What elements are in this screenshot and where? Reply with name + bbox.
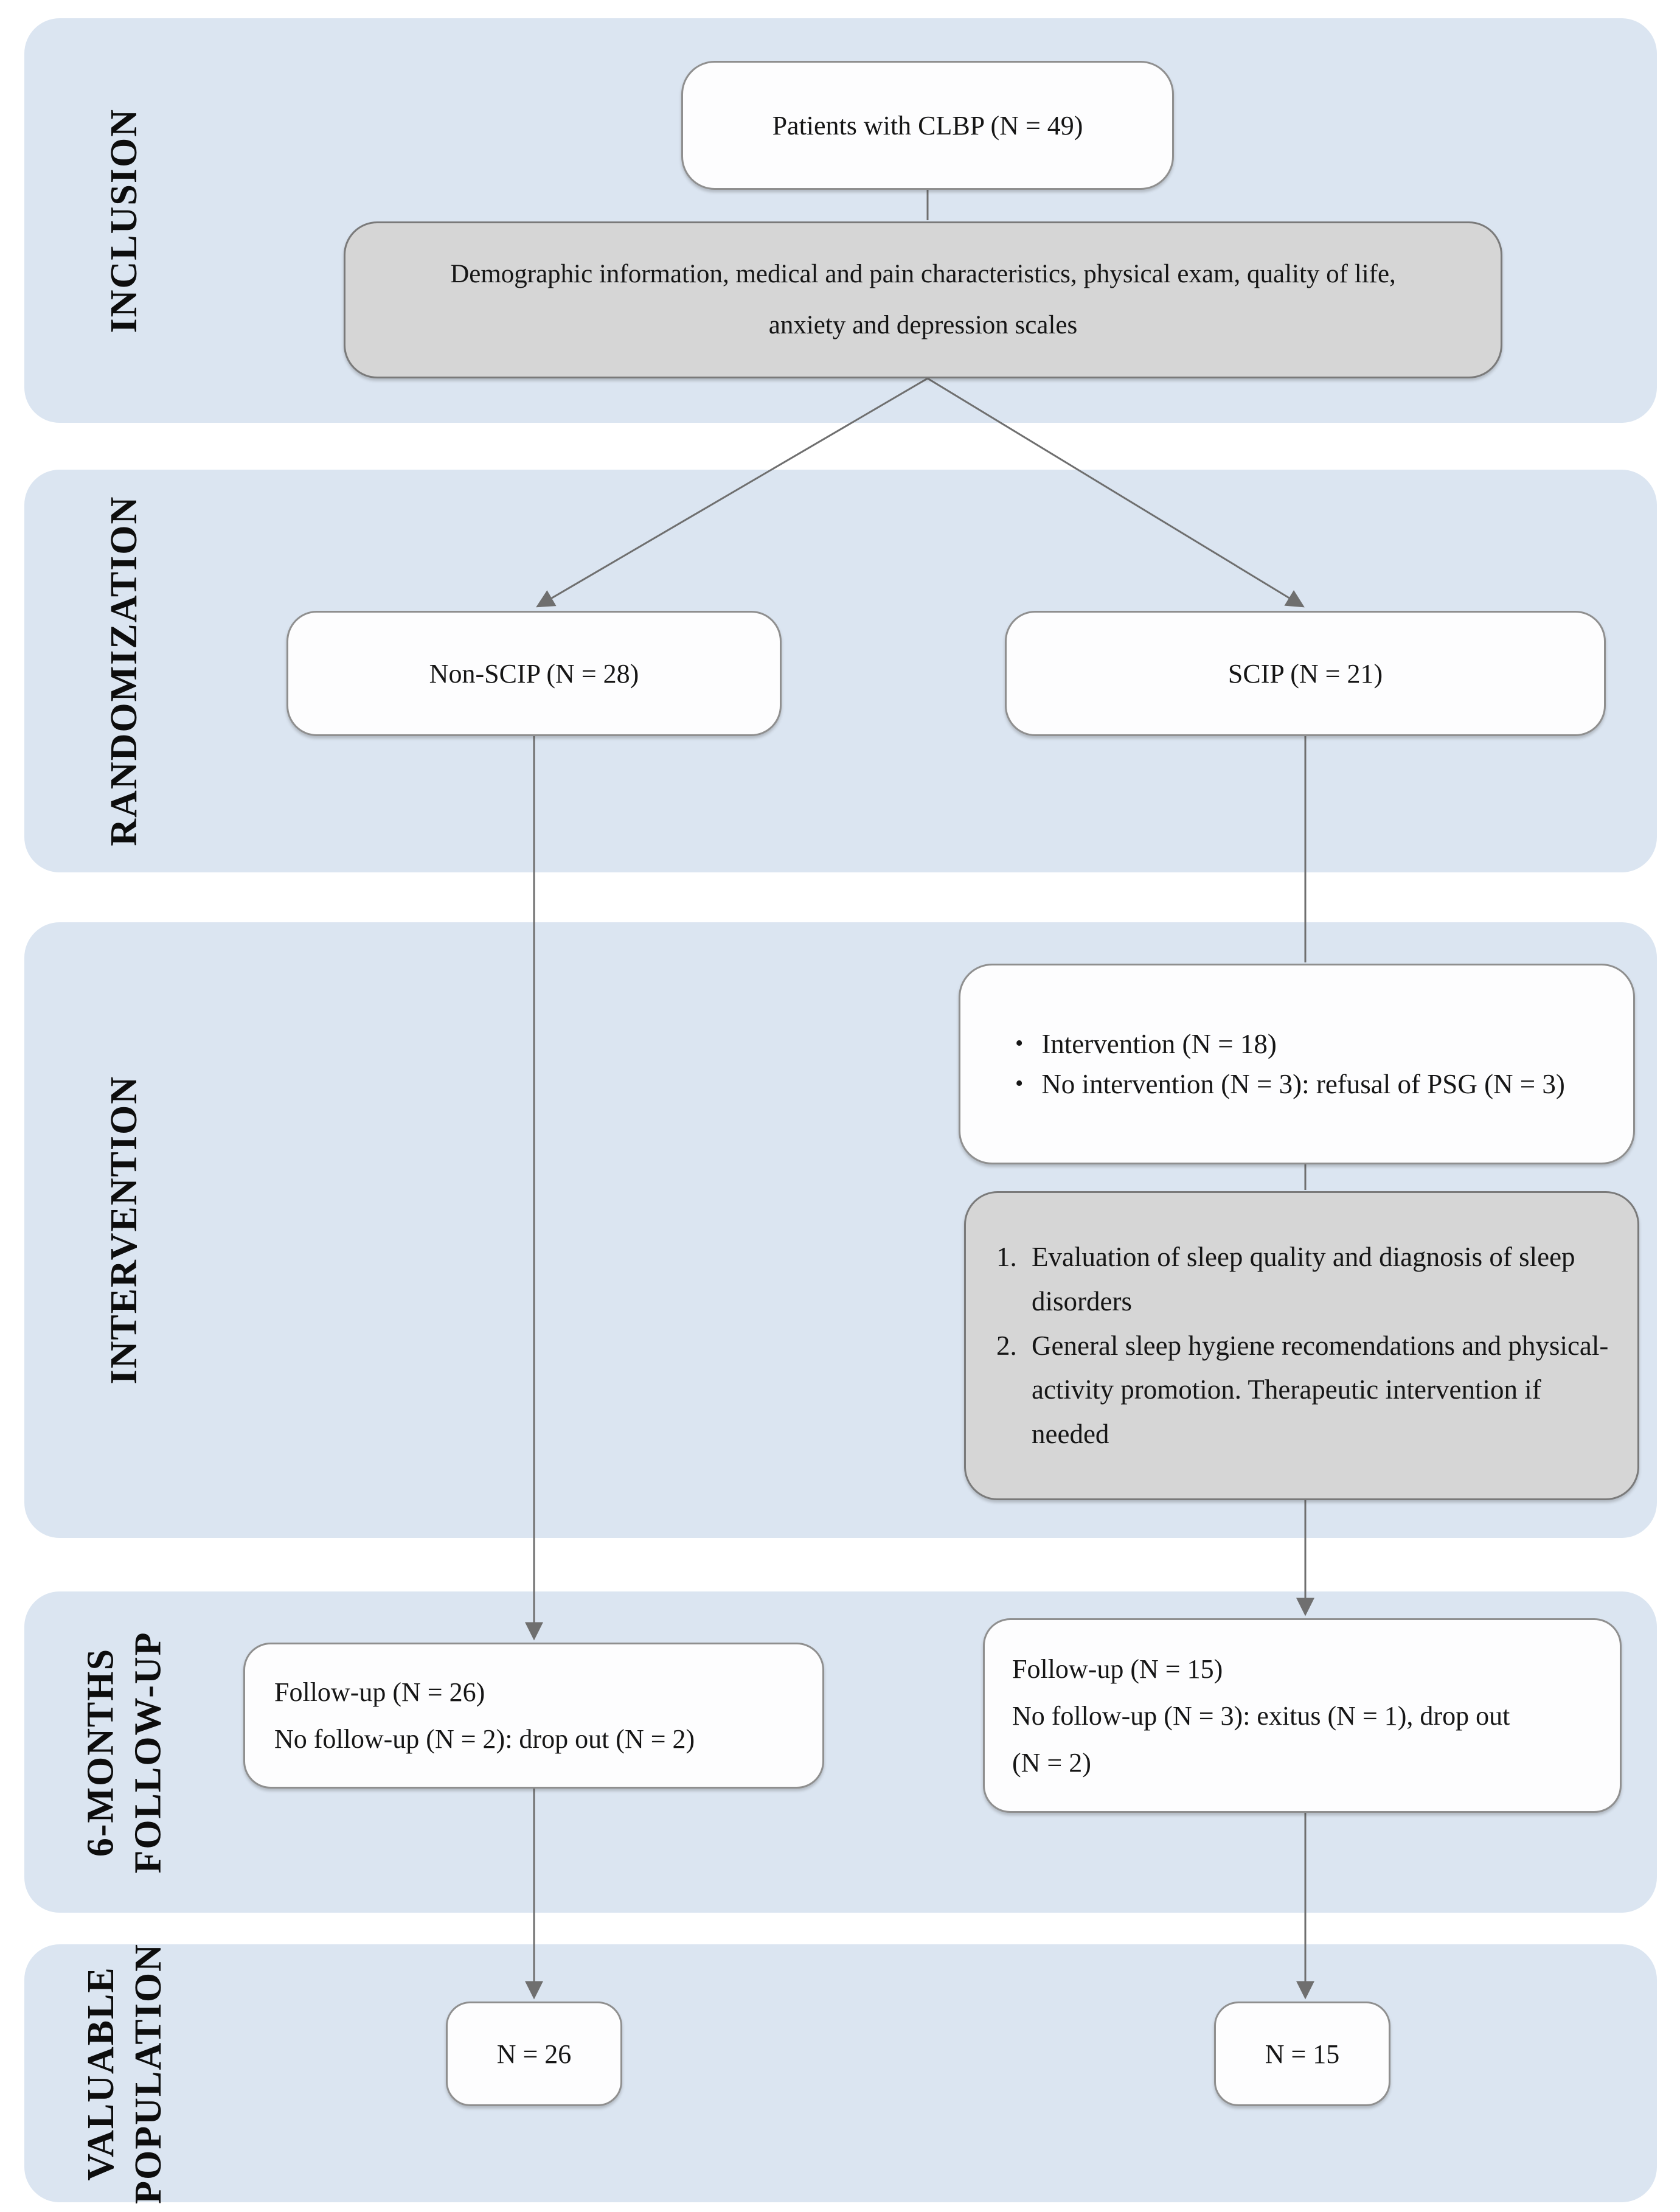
demographics-line-1: Demographic information, medical and pai…: [450, 260, 1396, 289]
list-item: 2. General sleep hygiene recomendations …: [996, 1324, 1617, 1457]
followup-right-line-2: No follow-up (N = 3): exitus (N = 1), dr…: [1012, 1700, 1510, 1731]
node-demographics-assessment: Demographic information, medical and pai…: [344, 221, 1502, 378]
node-followup-right: Follow-up (N = 15) No follow-up (N = 3):…: [983, 1618, 1622, 1813]
demographics-line-2: anxiety and depression scales: [768, 311, 1078, 339]
node-valuable-n-right: N = 15: [1214, 2002, 1390, 2106]
followup-left-line-2: No follow-up (N = 2): drop out (N = 2): [274, 1724, 695, 1754]
bullet-icon: •: [1015, 1031, 1024, 1056]
node-program-steps: 1. Evaluation of sleep quality and diagn…: [964, 1191, 1639, 1500]
connector-demographics-to-scip: [927, 377, 1305, 608]
followup-left-line-1: Follow-up (N = 26): [274, 1677, 485, 1707]
followup-right-line-3: (N = 2): [1012, 1747, 1091, 1778]
program-numbered-list: 1. Evaluation of sleep quality and diagn…: [996, 1235, 1617, 1456]
program-item-1-number: 1.: [996, 1241, 1017, 1272]
intervention-bullet-list: • Intervention (N = 18) • No interventio…: [1015, 1020, 1565, 1108]
node-patients-clbp-text: Patients with CLBP (N = 49): [772, 110, 1083, 141]
program-item-2-number: 2.: [996, 1330, 1017, 1361]
node-followup-right-text: Follow-up (N = 15) No follow-up (N = 3):…: [1012, 1646, 1510, 1786]
node-scip-arm: SCIP (N = 21): [1005, 611, 1606, 736]
node-valuable-n-right-text: N = 15: [1265, 2039, 1340, 2069]
node-non-scip-arm-text: Non-SCIP (N = 28): [429, 658, 639, 689]
node-followup-left: Follow-up (N = 26) No follow-up (N = 2):…: [243, 1643, 824, 1789]
intervention-item-1: Intervention (N = 18): [1041, 1029, 1277, 1059]
bullet-icon: •: [1015, 1071, 1024, 1096]
followup-right-line-1: Follow-up (N = 15): [1012, 1654, 1223, 1684]
intervention-item-2: No intervention (N = 3): refusal of PSG …: [1041, 1069, 1565, 1099]
list-item: • Intervention (N = 18): [1015, 1028, 1565, 1060]
node-followup-left-text: Follow-up (N = 26) No follow-up (N = 2):…: [274, 1669, 695, 1762]
program-item-1-text: Evaluation of sleep quality and diagnosi…: [1032, 1241, 1575, 1316]
list-item: • No intervention (N = 3): refusal of PS…: [1015, 1068, 1565, 1100]
node-valuable-n-left-text: N = 26: [496, 2039, 572, 2069]
connector-demographics-to-nonscip: [536, 377, 928, 608]
node-non-scip-arm: Non-SCIP (N = 28): [286, 611, 782, 736]
node-valuable-n-left: N = 26: [446, 2002, 622, 2106]
node-demographics-assessment-text: Demographic information, medical and pai…: [450, 249, 1396, 351]
list-item: 1. Evaluation of sleep quality and diagn…: [996, 1235, 1617, 1324]
node-intervention-list: • Intervention (N = 18) • No interventio…: [959, 964, 1635, 1164]
node-patients-clbp: Patients with CLBP (N = 49): [681, 61, 1174, 190]
program-item-2-text: General sleep hygiene recomendations and…: [1032, 1330, 1609, 1450]
node-scip-arm-text: SCIP (N = 21): [1227, 658, 1383, 689]
